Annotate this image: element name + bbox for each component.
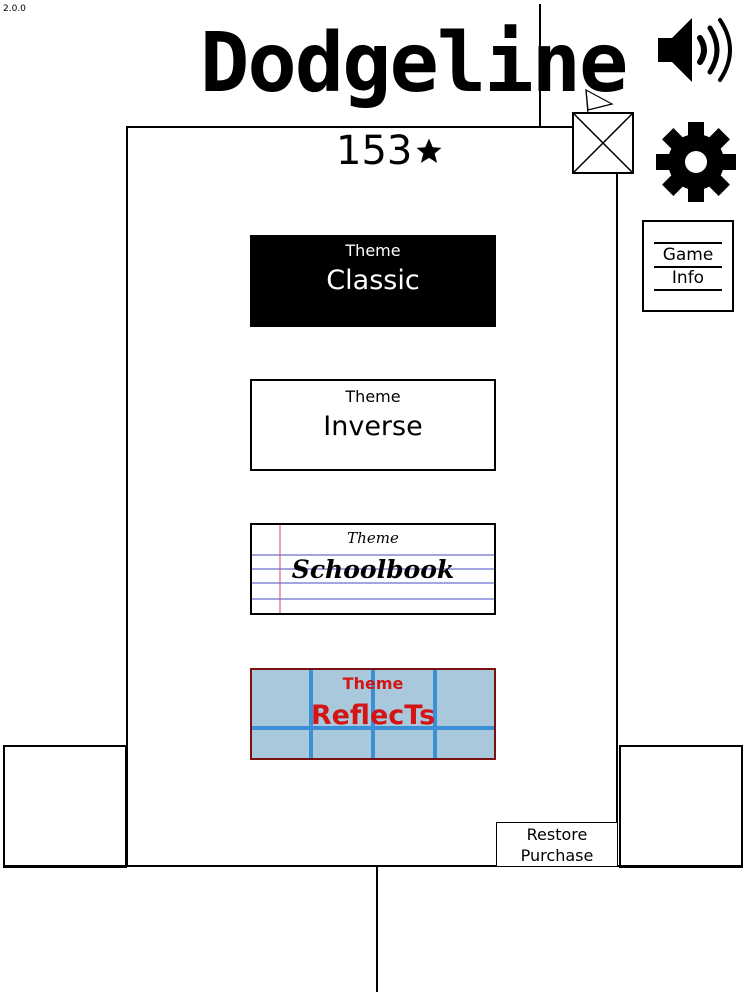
game-title: Dodgeline xyxy=(200,16,628,111)
info-rule-top xyxy=(654,242,722,244)
theme-caption: Theme xyxy=(345,387,401,406)
top-divider-line xyxy=(539,4,541,127)
notebook-lines xyxy=(252,525,494,613)
game-info-line1: Game xyxy=(662,245,714,265)
theme-name: Classic xyxy=(326,265,420,296)
theme-caption: Theme xyxy=(345,241,401,260)
restore-purchase-button[interactable]: Restore Purchase xyxy=(496,822,618,867)
theme-name: Inverse xyxy=(323,411,423,442)
star-counter: 153 xyxy=(336,128,444,174)
game-info-button[interactable]: Game Info xyxy=(642,220,734,312)
left-side-box[interactable] xyxy=(3,745,127,868)
gear-icon[interactable] xyxy=(654,120,738,204)
theme-reflects-button[interactable]: Theme ReflecTs xyxy=(250,668,496,760)
restore-line2: Purchase xyxy=(520,846,594,865)
info-rule-middle xyxy=(654,266,722,268)
close-icon xyxy=(574,114,632,172)
version-label: 2.0.0 xyxy=(3,4,26,14)
theme-name: Schoolbook xyxy=(291,555,455,584)
theme-name: ReflecTs xyxy=(310,700,436,731)
game-info-line2: Info xyxy=(671,268,705,288)
right-side-box[interactable] xyxy=(619,745,743,868)
theme-caption: Theme xyxy=(347,529,399,547)
star-count: 153 xyxy=(336,128,413,174)
speaker-icon[interactable] xyxy=(654,10,736,90)
tile-grid xyxy=(252,670,494,758)
theme-schoolbook-button[interactable]: Theme Schoolbook xyxy=(250,523,496,615)
theme-classic-button[interactable]: Theme Classic xyxy=(250,235,496,327)
theme-caption: Theme xyxy=(342,674,404,693)
close-button[interactable] xyxy=(572,112,634,174)
flag-icon xyxy=(585,88,614,115)
restore-line1: Restore xyxy=(526,825,588,844)
theme-inverse-button[interactable]: Theme Inverse xyxy=(250,379,496,471)
bottom-divider-line xyxy=(376,866,378,992)
star-icon xyxy=(416,138,442,163)
info-rule-bottom xyxy=(654,289,722,291)
